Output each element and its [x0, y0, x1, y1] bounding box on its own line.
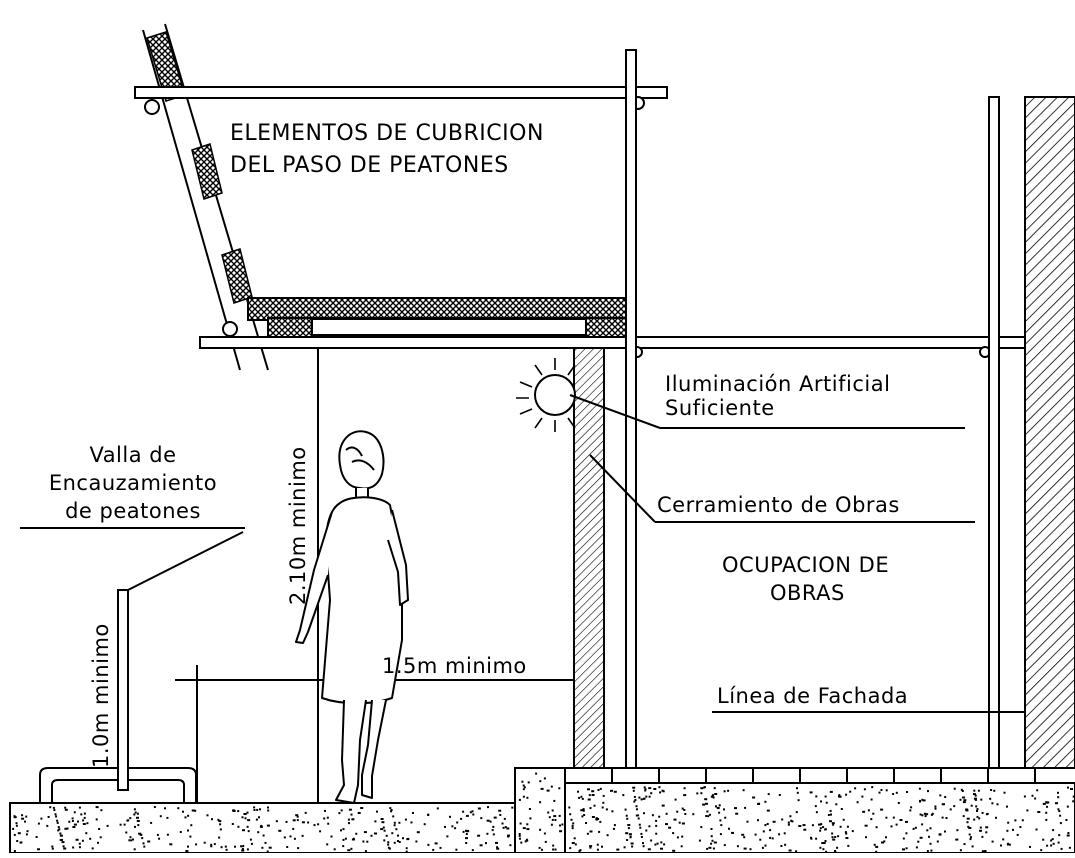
- site-enclosure-wall: [573, 347, 605, 769]
- fence-label-line2: Encauzamiento: [49, 471, 217, 495]
- pedestrian-figure: [295, 430, 409, 804]
- leader-lines: [569, 394, 1025, 713]
- height-dimension-label: 2.10m minimo: [286, 446, 310, 605]
- enclosure-label: Cerramiento de Obras: [657, 493, 900, 517]
- lighting-label-line1: Iluminación Artificial: [665, 372, 890, 396]
- facade-line-label: Línea de Fachada: [717, 684, 908, 708]
- lighting-label-line2: Suficiente: [665, 396, 775, 420]
- cover-label-line2: DEL PASO DE PEATONES: [230, 153, 509, 178]
- width-dimension-label: 1.5m minimo: [382, 654, 527, 678]
- pedestrian-fence: [20, 527, 245, 802]
- fence-label-line1: Valla de: [89, 443, 176, 467]
- sidewalk-ground: [9, 767, 1075, 854]
- occupation-label-line1: OCUPACION DE: [722, 553, 889, 577]
- fence-height-dimension-label: 1.0m minimo: [89, 623, 113, 768]
- building-facade: [1024, 96, 1075, 769]
- light-fixture-icon: [516, 358, 576, 432]
- cover-label-line1: ELEMENTOS DE CUBRICION: [230, 121, 544, 146]
- fence-label-line3: de peatones: [65, 499, 201, 523]
- occupation-label-line2: OBRAS: [770, 581, 845, 605]
- protective-platform: [199, 297, 1026, 358]
- top-canopy-beam: [134, 86, 668, 110]
